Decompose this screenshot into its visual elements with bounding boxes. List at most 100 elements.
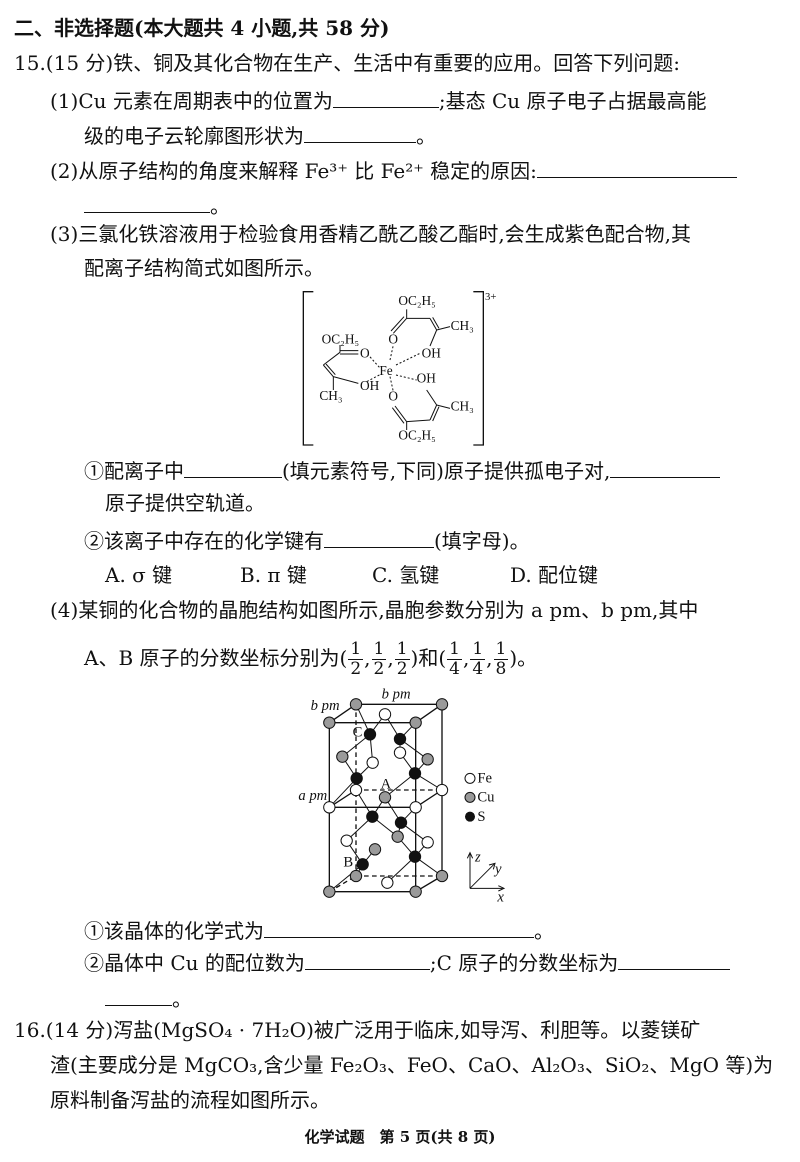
crystal-cell-figure: b pm b pm a pm C A B Fe Cu S z y x bbox=[298, 686, 506, 906]
s-atom bbox=[408, 767, 422, 780]
ch3-label: CH₃ bbox=[451, 318, 474, 333]
answer-blank[interactable] bbox=[304, 949, 430, 970]
s-atom bbox=[363, 728, 377, 741]
answer-blank[interactable] bbox=[332, 87, 439, 108]
s-atom bbox=[394, 816, 408, 829]
q15-p3-q2-text: ②该离子中存在的化学键有 bbox=[84, 529, 324, 553]
period: 。 bbox=[534, 919, 554, 943]
q15-part3-q2: ②该离子中存在的化学键有(填字母)。 bbox=[84, 527, 530, 554]
oh-label: OH bbox=[422, 345, 442, 360]
q15-header: 15.(15 分)铁、铜及其化合物在生产、生活中有重要的应用。回答下列问题: bbox=[14, 51, 680, 75]
cu-atom bbox=[435, 698, 449, 711]
q15-p3-q1-text: ①配离子中 bbox=[84, 459, 184, 483]
cu-atom bbox=[349, 869, 363, 883]
cu-atom bbox=[391, 830, 404, 843]
q15-part1-line2: 级的电子云轮廓图形状为。 bbox=[84, 122, 436, 149]
fe-atom bbox=[421, 836, 434, 849]
q16-line1: 16.(14 分)泻盐(MgSO₄ · 7H₂O)被广泛用于临床,如导泻、利胆等… bbox=[14, 1018, 701, 1042]
oh-label: OH bbox=[417, 371, 437, 386]
period: 。 bbox=[416, 124, 436, 148]
fe-atom bbox=[393, 746, 407, 759]
answer-blank[interactable] bbox=[84, 192, 210, 213]
charge-label: 3+ bbox=[485, 292, 496, 303]
fe-label: Fe bbox=[379, 363, 392, 378]
answer-blank[interactable] bbox=[618, 949, 731, 970]
q15-p4-q1-text: ①该晶体的化学式为 bbox=[84, 919, 264, 943]
cu-atom bbox=[323, 716, 336, 729]
axes-icon bbox=[466, 851, 506, 892]
coordinate-bonds bbox=[366, 344, 421, 392]
q15-part3-line1: (3)三氯化铁溶液用于检验食用香精乙酰乙酸乙酯时,会生成紫色配合物,其 bbox=[50, 222, 692, 246]
fe-atom bbox=[323, 801, 336, 814]
cu-atom bbox=[421, 753, 434, 766]
left-bracket bbox=[302, 291, 314, 446]
s-atom bbox=[408, 850, 422, 863]
q15-part4-line1: (4)某铜的化合物的晶胞结构如图所示,晶胞参数分别为 a pm、b pm,其中 bbox=[50, 598, 699, 622]
q16-line3: 原料制备泻盐的流程如图所示。 bbox=[50, 1088, 330, 1112]
page-footer: 化学试题 第 5 页(共 8 页) bbox=[304, 1128, 496, 1146]
cu-atom bbox=[323, 885, 336, 898]
oc2h5-label: OC₂H₅ bbox=[322, 331, 359, 346]
s-atom bbox=[366, 810, 379, 823]
answer-blank[interactable] bbox=[184, 457, 282, 478]
ch3-label: CH₃ bbox=[319, 388, 342, 403]
fe-atom bbox=[435, 783, 449, 797]
q15-part3-q1-line1: ①配离子中 (填元素符号,下同)原子提供孤电子对, bbox=[84, 457, 721, 484]
legend-cu-label: Cu bbox=[477, 790, 495, 806]
o-label: O bbox=[360, 345, 370, 360]
oh-label: OH bbox=[360, 378, 380, 393]
period: 。 bbox=[210, 194, 230, 218]
cu-atom bbox=[409, 716, 422, 729]
cu-atom bbox=[378, 791, 392, 804]
legend-cu-swatch bbox=[464, 791, 476, 803]
option-b: B. π 键 bbox=[240, 563, 307, 587]
q15-part4-q1: ①该晶体的化学式为 。 bbox=[84, 917, 554, 944]
option-d: D. 配位键 bbox=[510, 563, 599, 587]
bond bbox=[384, 772, 416, 798]
q15-part3-q1-line2: 原子提供空轨道。 bbox=[105, 491, 265, 515]
option-a: A. σ 键 bbox=[105, 563, 173, 587]
answer-blank[interactable] bbox=[324, 527, 434, 548]
o-label: O bbox=[388, 389, 398, 404]
a-pm-label: a pm bbox=[298, 788, 327, 804]
answer-blank[interactable] bbox=[264, 917, 534, 938]
atom-c-label: C bbox=[353, 725, 363, 741]
bond bbox=[329, 863, 363, 893]
section-title: 二、非选择题(本大题共 4 小题,共 58 分) bbox=[14, 16, 390, 40]
cu-atom bbox=[336, 750, 349, 763]
q15-part2-line2: 。 bbox=[84, 192, 230, 219]
y-axis-label: y bbox=[493, 861, 502, 877]
b-pm-left-label: b pm bbox=[311, 698, 340, 714]
answer-blank[interactable] bbox=[536, 157, 737, 178]
ch3-label: CH₃ bbox=[451, 399, 474, 414]
o-label: O bbox=[388, 331, 398, 346]
cu-atom bbox=[349, 698, 363, 711]
answer-blank[interactable] bbox=[610, 457, 721, 478]
atom-b-label: B bbox=[343, 855, 353, 871]
oc2h5-label: OC₂H₅ bbox=[398, 427, 435, 442]
fe-atom bbox=[340, 834, 353, 847]
answer-blank[interactable] bbox=[105, 985, 172, 1006]
answer-blank[interactable] bbox=[304, 122, 416, 143]
q16-line2: 渣(主要成分是 MgCO₃,含少量 Fe₂O₃、FeO、CaO、Al₂O₃、Si… bbox=[50, 1053, 774, 1077]
q15-part2-line1: (2)从原子结构的角度来解释 Fe³⁺ 比 Fe²⁺ 稳定的原因: bbox=[50, 157, 737, 184]
q15-p3-q1-text-2: (填元素符号,下同)原子提供孤电子对, bbox=[282, 459, 611, 483]
cu-atom bbox=[435, 869, 449, 883]
bond bbox=[386, 856, 416, 884]
cu-atom bbox=[409, 885, 422, 898]
q15-p1-text-2: ;基态 Cu 原子电子占据最高能 bbox=[438, 89, 707, 113]
q15-p4-q2-text-2: ;C 原子的分数坐标为 bbox=[429, 951, 619, 975]
oc2h5-label: OC₂H₅ bbox=[398, 293, 435, 308]
fe-atom bbox=[381, 876, 394, 889]
fe-atom bbox=[409, 801, 422, 814]
legend-fe-swatch bbox=[464, 772, 476, 784]
s-atom bbox=[350, 772, 363, 785]
option-c: C. 氢键 bbox=[372, 563, 440, 587]
q15-p1-text: (1)Cu 元素在周期表中的位置为 bbox=[50, 89, 333, 113]
